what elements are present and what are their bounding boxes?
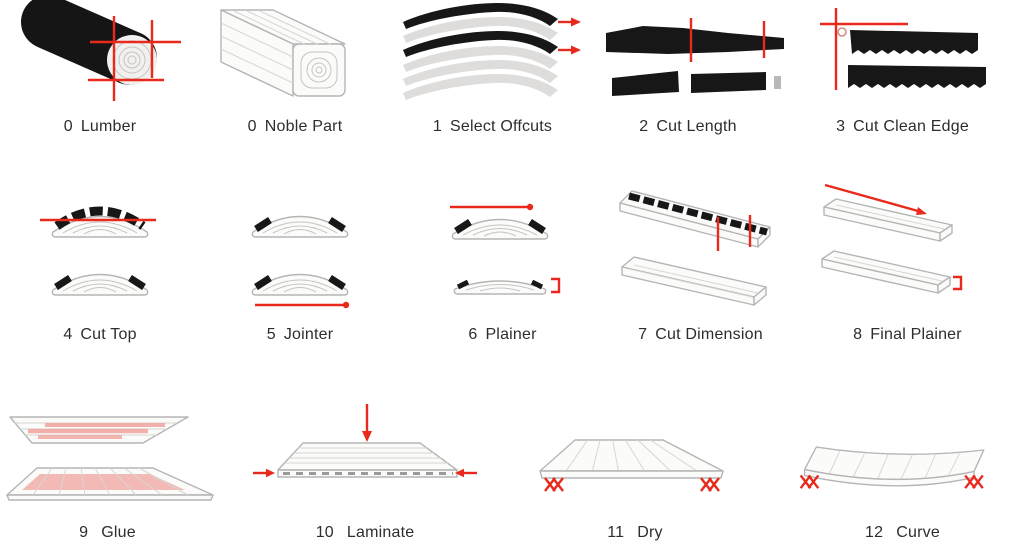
step-name: Dry (637, 524, 663, 541)
step-label: 6 Plainer (400, 325, 605, 345)
plainer-icon (400, 175, 605, 310)
step-label: 2 Cut Length (588, 117, 788, 137)
step-name: Cut Length (656, 118, 737, 135)
step-number: 0 (247, 118, 257, 135)
trestle-right (964, 474, 984, 489)
step-label: 1 Select Offcuts (390, 117, 595, 137)
cut-length-icon (588, 0, 788, 112)
trestle-left (544, 477, 564, 492)
step-label: 4 Cut Top (0, 325, 200, 345)
clean-edge-icon (795, 0, 1010, 112)
step-number: 6 (468, 326, 478, 343)
step-number: 2 (639, 118, 649, 135)
step-plainer: 6 Plainer (400, 175, 605, 345)
step-jointer: 5 Jointer (200, 175, 400, 345)
step-name: Final Plainer (870, 326, 962, 343)
step-noble-part: 0 Noble Part (195, 0, 395, 137)
step-name: Lumber (80, 118, 137, 135)
step-number: 3 (836, 118, 846, 135)
step-final-plainer: 8 Final Plainer (800, 175, 1015, 345)
step-name: Laminate (346, 524, 415, 541)
glue-icon (0, 390, 215, 510)
dry-icon (515, 390, 755, 510)
step-name: Cut Clean Edge (853, 118, 969, 135)
step-label: 0 Lumber (0, 117, 200, 137)
step-dry: 11 Dry (515, 390, 755, 543)
step-number: 12 (865, 524, 884, 541)
squared-beam-icon (195, 0, 395, 112)
step-lumber: 0 Lumber (0, 0, 200, 137)
step-name: Glue (101, 524, 136, 541)
step-cut-dimension: 7 Cut Dimension (598, 175, 803, 345)
step-label: 8 Final Plainer (800, 325, 1015, 345)
step-number: 7 (638, 326, 648, 343)
trestle-left (799, 474, 820, 489)
step-cut-clean-edge: 3 Cut Clean Edge (795, 0, 1010, 137)
step-label: 11 Dry (515, 523, 755, 543)
step-cut-top: 4 Cut Top (0, 175, 200, 345)
curve-icon (785, 390, 1020, 510)
trestle-right (700, 477, 720, 492)
step-cut-length: 2 Cut Length (588, 0, 788, 137)
step-name: Noble Part (264, 118, 343, 135)
step-number: 1 (432, 118, 442, 135)
step-glue: 9 Glue (0, 390, 215, 543)
step-name: Curve (896, 524, 940, 541)
laminate-icon (245, 390, 485, 510)
step-label: 7 Cut Dimension (598, 325, 803, 345)
step-label: 0 Noble Part (195, 117, 395, 137)
step-label: 5 Jointer (200, 325, 400, 345)
step-number: 10 (315, 524, 334, 541)
step-label: 9 Glue (0, 523, 215, 543)
cut-dimension-icon (598, 175, 803, 310)
stacked-offcuts-icon (390, 0, 595, 112)
step-label: 10 Laminate (245, 523, 485, 543)
step-number: 4 (63, 326, 73, 343)
step-select-offcuts: 1 Select Offcuts (390, 0, 595, 137)
step-number: 8 (853, 326, 863, 343)
step-name: Plainer (485, 326, 537, 343)
step-name: Select Offcuts (450, 118, 553, 135)
step-number: 9 (79, 524, 89, 541)
step-label: 3 Cut Clean Edge (795, 117, 1010, 137)
step-laminate: 10 Laminate (245, 390, 485, 543)
step-number: 5 (266, 326, 276, 343)
step-curve: 12 Curve (785, 390, 1020, 543)
step-name: Cut Top (80, 326, 137, 343)
log-icon (0, 0, 200, 112)
step-name: Jointer (283, 326, 334, 343)
step-number: 11 (607, 524, 625, 541)
step-name: Cut Dimension (655, 326, 763, 343)
cut-top-icon (0, 175, 200, 310)
final-plainer-icon (800, 175, 1015, 310)
jointer-icon (200, 175, 400, 310)
step-number: 0 (63, 118, 73, 135)
step-label: 12 Curve (785, 523, 1020, 543)
